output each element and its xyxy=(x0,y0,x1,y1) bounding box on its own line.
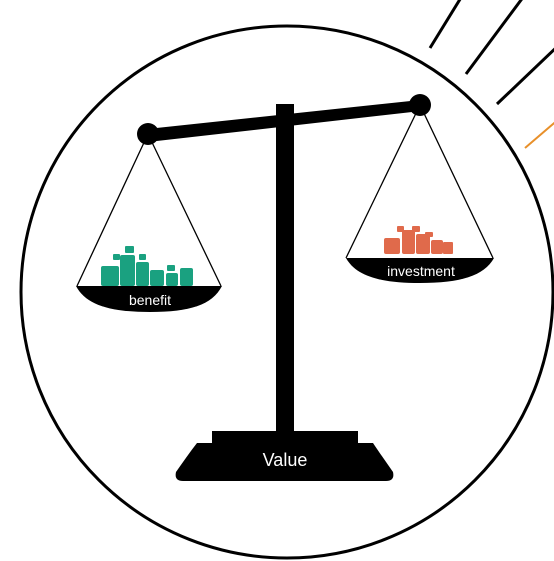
connector-line-1 xyxy=(428,0,462,49)
investment-pan xyxy=(346,258,494,283)
value-label: Value xyxy=(263,450,308,470)
connector-line-3 xyxy=(495,47,554,106)
balance-scale-icon xyxy=(76,94,494,481)
connector-lines xyxy=(428,0,554,106)
investment-blocks xyxy=(384,226,453,254)
connector-line-accent xyxy=(524,121,554,149)
scale-base-top xyxy=(212,431,358,443)
benefit-pan xyxy=(76,286,222,312)
benefit-label: benefit xyxy=(129,292,171,308)
scale-base xyxy=(175,443,394,481)
benefit-blocks xyxy=(101,246,193,286)
right-pan-strings xyxy=(345,104,494,259)
investment-label: investment xyxy=(387,263,455,279)
connector-line-2 xyxy=(464,0,523,75)
scale-post xyxy=(276,104,294,434)
left-pan-strings xyxy=(76,133,222,287)
